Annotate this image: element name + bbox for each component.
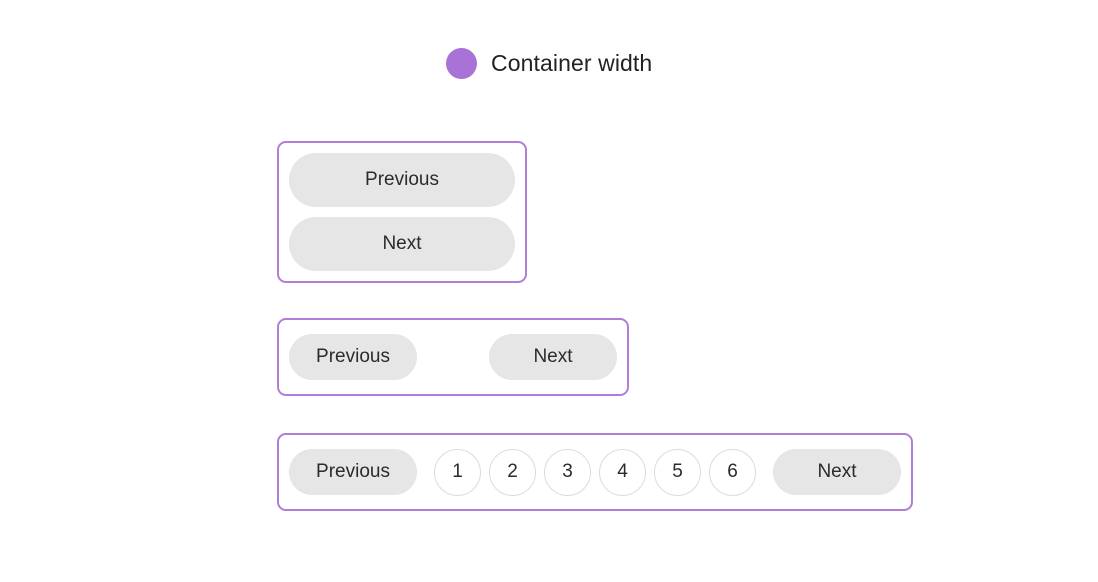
next-button[interactable]: Next (773, 449, 901, 495)
previous-button[interactable]: Previous (289, 153, 515, 207)
pagination-split: Previous Next (289, 330, 617, 384)
next-button[interactable]: Next (289, 217, 515, 271)
legend: Container width (446, 48, 652, 79)
page-number-list: 1 2 3 4 5 6 (434, 448, 756, 496)
pagination-stacked: Previous Next (289, 153, 515, 271)
page-number-5[interactable]: 5 (654, 448, 701, 496)
purple-dot-icon (446, 48, 477, 79)
next-button[interactable]: Next (489, 334, 617, 380)
pagination-container-medium: Previous Next (277, 318, 629, 396)
page-number-1[interactable]: 1 (434, 448, 481, 496)
previous-button[interactable]: Previous (289, 334, 417, 380)
page-number-6[interactable]: 6 (709, 448, 756, 496)
pagination-full: Previous 1 2 3 4 5 6 Next (289, 445, 901, 499)
previous-button[interactable]: Previous (289, 449, 417, 495)
pagination-container-narrow: Previous Next (277, 141, 527, 283)
page-title: Container width (491, 50, 653, 76)
pagination-container-wide: Previous 1 2 3 4 5 6 Next (277, 433, 913, 511)
page-number-2[interactable]: 2 (489, 448, 536, 496)
page-number-4[interactable]: 4 (599, 448, 646, 496)
page-number-3[interactable]: 3 (544, 448, 591, 496)
